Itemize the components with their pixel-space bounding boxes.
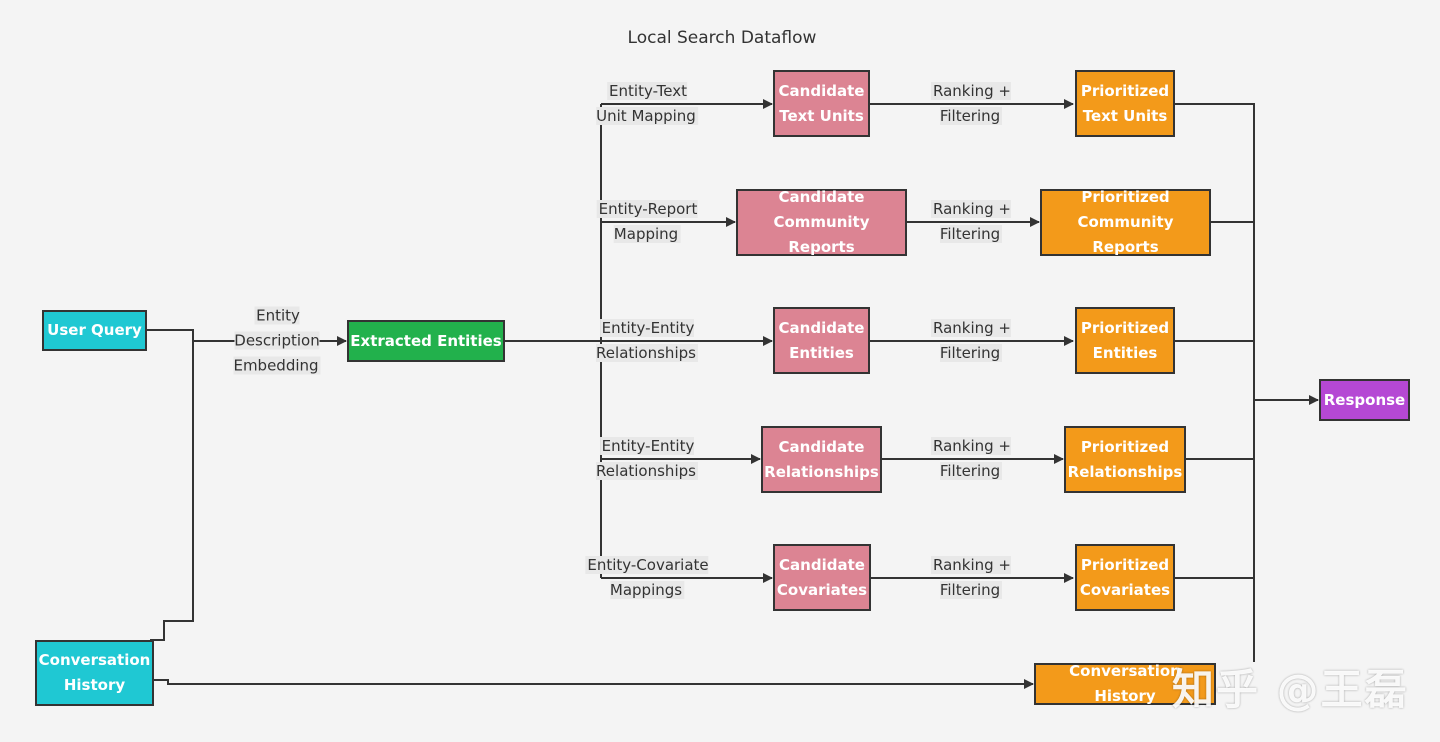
node-user-query[interactable]: User Query [42, 310, 147, 351]
node-prioritized-relationships[interactable]: Prioritized Relationships [1064, 426, 1186, 493]
watermark: 知乎 @王磊 [1172, 665, 1409, 714]
node-response[interactable]: Response [1319, 379, 1410, 421]
label-text: Ranking + Filtering [930, 82, 1012, 125]
node-prioritized-community-reports[interactable]: Prioritized Community Reports [1040, 188, 1211, 256]
label-covariate-mappings: Entity-Covariate Mappings [585, 553, 709, 603]
node-conversation-history[interactable]: Conversation History [35, 640, 154, 706]
label-ranking-filtering-1: Ranking + Filtering [930, 79, 1012, 129]
label-entity-relationships-1: Entity-Entity Relationships [596, 316, 698, 366]
node-prioritized-covariates[interactable]: Prioritized Covariates [1075, 544, 1175, 611]
label-ranking-filtering-5: Ranking + Filtering [930, 553, 1012, 603]
node-prioritized-entities[interactable]: Prioritized Entities [1075, 307, 1175, 374]
label-text: Ranking + Filtering [930, 200, 1012, 243]
label-text: Entity-Report Mapping [596, 200, 698, 243]
label-ranking-filtering-3: Ranking + Filtering [930, 316, 1012, 366]
label-text: Entity-Entity Relationships [596, 437, 698, 480]
label-text: Entity Description Embedding [233, 306, 321, 375]
label-text: Entity-Covariate Mappings [585, 556, 709, 599]
node-conversation-history-output[interactable]: Conversation History [1034, 662, 1216, 705]
node-candidate-text-units[interactable]: Candidate Text Units [773, 70, 870, 137]
label-report-mapping: Entity-Report Mapping [596, 197, 698, 247]
node-candidate-community-reports[interactable]: Candidate Community Reports [736, 188, 907, 256]
label-entity-description-embedding: Entity Description Embedding [233, 304, 321, 379]
diagram-title: Local Search Dataflow [627, 28, 817, 48]
label-text: Entity-Entity Relationships [596, 319, 698, 362]
edge-history-passthrough [154, 679, 1034, 689]
node-prioritized-text-units[interactable]: Prioritized Text Units [1075, 70, 1175, 137]
label-text: Ranking + Filtering [930, 556, 1012, 599]
label-text-unit-mapping: Entity-Text Unit Mapping [596, 79, 698, 129]
label-text: Entity-Text Unit Mapping [596, 82, 698, 125]
node-candidate-entities[interactable]: Candidate Entities [773, 307, 870, 374]
label-ranking-filtering-2: Ranking + Filtering [930, 197, 1012, 247]
node-extracted-entities[interactable]: Extracted Entities [347, 320, 505, 362]
label-ranking-filtering-4: Ranking + Filtering [930, 434, 1012, 484]
node-candidate-relationships[interactable]: Candidate Relationships [761, 426, 882, 493]
label-text: Ranking + Filtering [930, 319, 1012, 362]
label-text: Ranking + Filtering [930, 437, 1012, 480]
node-candidate-covariates[interactable]: Candidate Covariates [773, 544, 871, 611]
edge-history-to-extracted [150, 341, 194, 641]
label-entity-relationships-2: Entity-Entity Relationships [596, 434, 698, 484]
edge-prioritized-collector [1175, 103, 1255, 662]
